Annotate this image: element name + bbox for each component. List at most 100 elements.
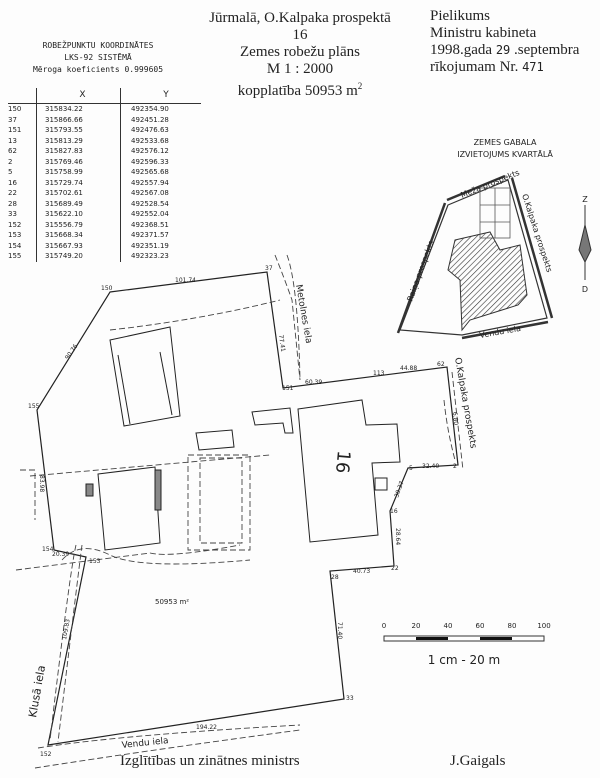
- street-labels: Metolnes iela O.Kalpaka prospekts Klusā …: [26, 284, 478, 751]
- y-coordinate-cell: 492567.08: [120, 188, 201, 199]
- inset-parcel-hatched: [447, 231, 528, 332]
- inset-label-raina: Raiņa prospekts: [405, 239, 436, 303]
- scale-tick: 80: [508, 622, 517, 630]
- heading-line: Mēroga koeficients 0.999605: [32, 65, 164, 74]
- plan-scale: M 1 : 2000: [266, 61, 334, 77]
- y-coordinate-cell: 492576.12: [120, 146, 201, 157]
- y-coordinate-cell: 492371.57: [120, 230, 201, 241]
- dashed-roads: [15, 254, 464, 769]
- scale-tick: 0: [382, 622, 386, 630]
- building: [195, 429, 235, 451]
- point-id-cell: 151: [8, 126, 22, 135]
- point-label: 5: [409, 465, 413, 472]
- point-id-cell: 16: [8, 178, 17, 187]
- appendix-order-label: rīkojumam Nr.: [430, 59, 523, 75]
- north-label: Z: [582, 195, 588, 204]
- heading-line: LKS-92 SISTĒMĀ: [64, 53, 132, 62]
- area-superscript: 2: [357, 81, 363, 91]
- point-label: 153: [89, 558, 101, 565]
- distance-label: 90.76: [64, 343, 80, 361]
- distance-label: 6.80: [451, 412, 459, 426]
- scale-ticks: 0 20 40 60 80 100: [382, 622, 551, 630]
- y-coordinate-cell: 492323.23: [120, 251, 201, 262]
- y-coordinate-cell: 492565.68: [120, 167, 201, 178]
- inset-title: IZVIETOJUMS KVARTĀLĀ: [457, 149, 553, 159]
- point-label: 28: [331, 574, 339, 581]
- x-coordinate-cell: 315729.74: [36, 177, 121, 188]
- distance-label: 28.64: [394, 528, 401, 545]
- address: Jūrmalā, O.Kalpaka prospektā 16: [209, 10, 391, 43]
- appendix-order: rīkojumam Nr. 471: [430, 59, 579, 76]
- point-labels: 150 37 151 62 2 5 16 22 28 33 152 153 15…: [28, 265, 457, 758]
- inset-label-vendu: Vendu iela: [479, 324, 522, 340]
- distance-label: 40.73: [353, 568, 370, 575]
- x-coordinate-cell: 315813.29: [36, 135, 121, 146]
- x-coordinate-cell: 315702.61: [36, 188, 121, 199]
- distance-label: 20.39: [52, 551, 69, 558]
- x-coordinate-cell: 315793.55: [36, 125, 121, 136]
- small-structure: [374, 477, 388, 491]
- appendix-line: Ministru kabineta: [430, 25, 537, 41]
- scale-tick: 60: [476, 622, 485, 630]
- coordinates-heading: ROBEŽPUNKTU KOORDINĀTES LKS-92 SISTĒMĀ M…: [28, 40, 168, 76]
- point-id-cell: 5: [8, 168, 13, 177]
- column-header-x: X: [36, 88, 121, 104]
- y-coordinate-cell: 492596.33: [120, 156, 201, 167]
- x-coordinate-cell: 315668.34: [36, 230, 121, 241]
- point-label: 155: [28, 403, 40, 410]
- building-16: [297, 399, 401, 543]
- x-coordinate-cell: 315556.79: [36, 219, 121, 230]
- point-id-cell: 152: [8, 220, 22, 229]
- point-id-cell: 37: [8, 115, 17, 124]
- scale-bar: 0 20 40 60 80 100 1 cm - 20 m: [382, 622, 551, 667]
- point-label: 22: [391, 565, 399, 572]
- plan-type: Zemes robežu plāns: [240, 44, 360, 60]
- x-coordinate-cell: 315689.49: [36, 198, 121, 209]
- distance-label: 83.98: [38, 475, 45, 492]
- distance-label: 77.41: [277, 334, 286, 352]
- point-id-cell: 33: [8, 210, 17, 219]
- point-id-cell: 2: [8, 157, 13, 166]
- appendix-line: Pielikums: [430, 8, 491, 24]
- buildings: [85, 326, 401, 551]
- area-label: 50953 m²: [155, 598, 189, 606]
- point-id-cell: 62: [8, 147, 17, 156]
- y-coordinate-cell: 492354.90: [120, 103, 201, 115]
- signatory-name: J.Gaigals: [450, 753, 506, 769]
- inset-street-raina: [396, 202, 447, 334]
- point-id-cell: 154: [8, 241, 22, 250]
- inset-street-meza: [446, 174, 506, 202]
- x-coordinate-cell: 315667.93: [36, 240, 121, 251]
- scale-caption: 1 cm - 20 m: [428, 653, 500, 667]
- point-id-cell: 155: [8, 252, 22, 261]
- y-coordinate-cell: 492557.94: [120, 177, 201, 188]
- point-label: 37: [265, 265, 273, 272]
- street-label-metolnes: Metolnes iela: [293, 284, 313, 345]
- distance-label: 101.74: [175, 277, 196, 284]
- x-coordinate-cell: 315749.20: [36, 251, 121, 262]
- point-label: 62: [437, 361, 445, 368]
- distance-label: 60.39: [305, 379, 322, 386]
- scale-segment: [480, 637, 512, 640]
- parcel-boundary: [36, 271, 459, 746]
- document-title: Jūrmalā, O.Kalpaka prospektā 16 Zemes ro…: [200, 10, 400, 100]
- scale-tick: 20: [412, 622, 421, 630]
- y-coordinate-cell: 492368.51: [120, 219, 201, 230]
- y-coordinate-cell: 492476.63: [120, 125, 201, 136]
- distance-label: 109.83: [61, 618, 72, 640]
- street-label-klusa: Klusā iela: [26, 664, 48, 718]
- inset-grid: [479, 187, 511, 239]
